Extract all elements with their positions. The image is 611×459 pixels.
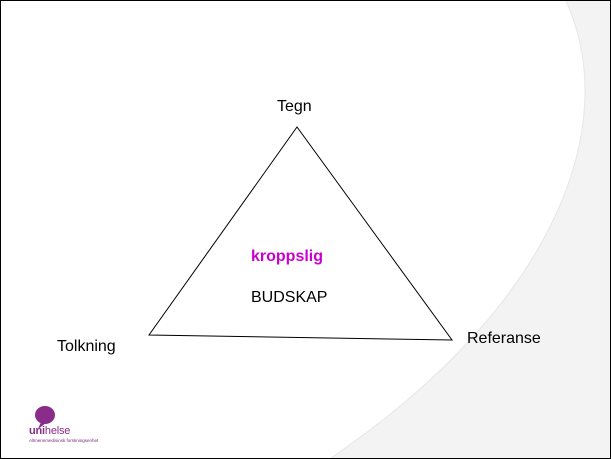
logo-name-part2: helse [44, 425, 71, 437]
logo-wordmark: unihelse [29, 425, 70, 437]
vertex-label-tegn: Tegn [277, 98, 312, 115]
center-text: BUDSKAP [251, 289, 328, 306]
triangle-shape [148, 126, 453, 341]
logo-name-part1: uni [29, 425, 45, 437]
vertex-label-tolkning: Tolkning [57, 338, 116, 355]
speech-bubble-icon [35, 406, 55, 429]
logo-tagline: Allmennmedisinsk forskningsenhet [29, 438, 99, 443]
vertex-label-referanse: Referanse [467, 330, 541, 347]
center-highlight-text: kroppslig [251, 248, 324, 265]
unihelse-logo: unihelse Allmennmedisinsk forskningsenhe… [29, 405, 189, 445]
